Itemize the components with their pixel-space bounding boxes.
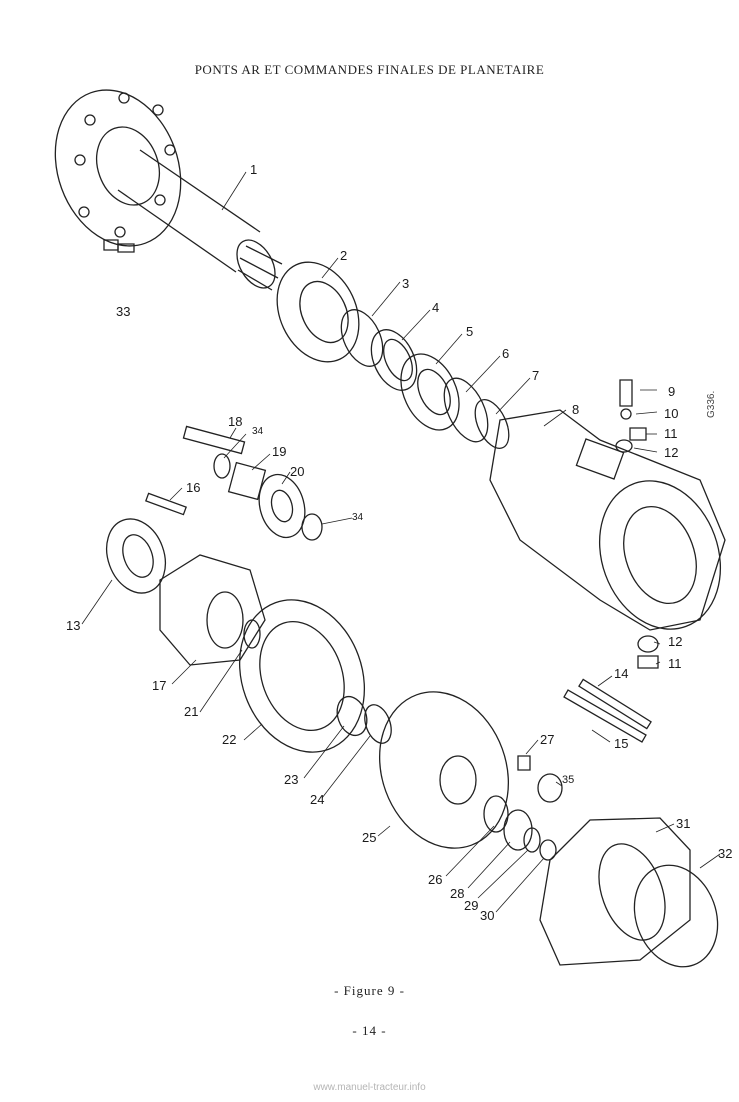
part-ring-29 (524, 828, 540, 852)
part-ring-24 (360, 701, 396, 747)
label-9: 9 (668, 384, 676, 399)
part-seal-28 (504, 810, 532, 850)
page-number: - 14 - (352, 1023, 387, 1038)
part-washer-10 (621, 409, 631, 419)
part-retainer-2 (262, 249, 375, 375)
part-ring-6 (435, 372, 496, 449)
label-20: 20 (290, 464, 305, 479)
label-13: 13 (66, 618, 81, 633)
label-10: 10 (664, 406, 679, 421)
part-housing-8 (490, 410, 739, 646)
part-key-16 (146, 493, 186, 514)
page-title: PONTS AR ET COMMANDES FINALES DE PLANETA… (194, 62, 545, 77)
label-5: 5 (466, 324, 474, 339)
label-25: 25 (362, 830, 377, 845)
part-bearing-13 (97, 511, 176, 602)
label-2: 2 (340, 248, 348, 263)
part-plug-9 (620, 380, 632, 406)
label-6: 6 (502, 346, 510, 361)
label-27: 27 (540, 732, 555, 747)
label-1: 1 (250, 162, 258, 177)
label-3: 3 (402, 276, 410, 291)
part-rollers-19 (229, 463, 266, 500)
label-34-bottom: 34 (352, 512, 364, 523)
label-21: 21 (184, 704, 199, 719)
label-15: 15 (614, 736, 629, 751)
part-carrier-17 (160, 555, 265, 665)
part-washer-34-bottom (302, 514, 322, 540)
part-circlip-21 (244, 620, 260, 648)
label-33: 33 (116, 304, 131, 319)
part-bolt-15 (564, 690, 646, 742)
label-12: 12 (664, 445, 679, 460)
label-8: 8 (572, 402, 580, 417)
label-16: 16 (186, 480, 201, 495)
label-32: 32 (718, 846, 733, 861)
watermark-footer: www.manuel-tracteur.info (313, 1082, 426, 1093)
part-ring-30 (540, 840, 556, 860)
part-ring-26 (484, 796, 508, 832)
label-12-lower: 12 (668, 634, 683, 649)
part-bolt-14 (579, 679, 651, 728)
part-oring-32 (621, 853, 732, 978)
part-washer-12-lower (638, 636, 658, 652)
part-ring-gear-22 (219, 582, 385, 770)
part-bolt-33 (104, 240, 134, 252)
part-washer-12 (616, 440, 632, 452)
label-34-top: 34 (252, 426, 264, 437)
label-23: 23 (284, 772, 299, 787)
label-31: 31 (676, 816, 691, 831)
label-14: 14 (614, 666, 629, 681)
label-4: 4 (432, 300, 440, 315)
label-30: 30 (480, 908, 495, 923)
part-bearing-4 (362, 323, 425, 398)
label-7: 7 (532, 368, 540, 383)
label-18: 18 (228, 414, 243, 429)
label-22: 22 (222, 732, 237, 747)
label-11: 11 (664, 426, 678, 441)
label-35: 35 (562, 774, 575, 786)
label-11-lower: 11 (668, 656, 682, 671)
part-axle-shaft (34, 72, 283, 294)
part-pin-18 (183, 426, 244, 453)
part-pin-27 (518, 756, 530, 770)
part-hub-31 (540, 818, 690, 965)
label-24: 24 (310, 792, 325, 807)
part-plug-11 (630, 428, 646, 440)
figure-code: G336. (706, 390, 717, 418)
part-circlip-7 (468, 395, 515, 454)
part-plug-11-lower (638, 656, 658, 668)
part-cover-25 (358, 674, 529, 867)
part-bearing-5 (390, 345, 471, 439)
label-29: 29 (464, 898, 479, 913)
label-26: 26 (428, 872, 443, 887)
label-28: 28 (450, 886, 465, 901)
part-washer-34-top (214, 454, 230, 478)
label-17: 17 (152, 678, 167, 693)
part-washer-35 (538, 774, 562, 802)
figure-caption: - Figure 9 - (334, 983, 405, 998)
label-19: 19 (272, 444, 287, 459)
part-gear-20 (252, 469, 311, 542)
